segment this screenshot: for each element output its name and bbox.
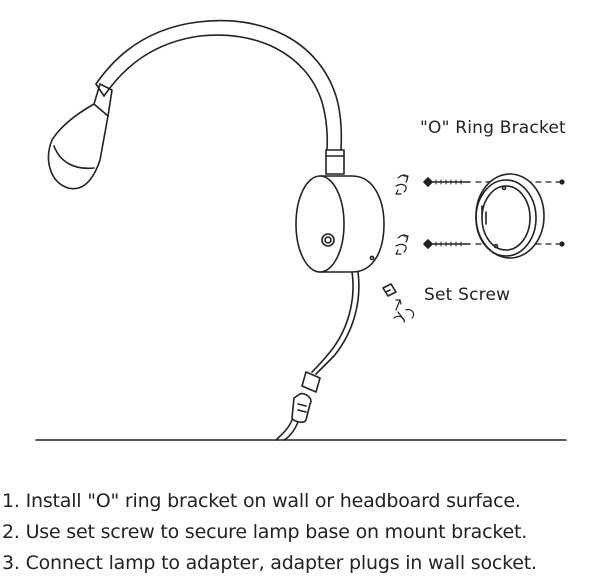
screw-lower [423,239,471,249]
power-cord [275,271,360,441]
o-ring-bracket-label: "O" Ring Bracket [420,118,566,138]
step-1: 1. Install "O" ring bracket on wall or h… [2,490,521,512]
switch-button [321,233,335,247]
wall-point-lower [559,241,565,247]
screw-upper [423,177,471,187]
rotation-arrow-upper [395,174,409,195]
o-ring-bracket [475,173,545,259]
step-3: 3. Connect lamp to adapter, adapter plug… [2,552,537,574]
set-screw-hole [369,255,375,261]
arm-collar [325,149,345,175]
gooseneck-arm [95,19,343,151]
set-screw-rotation-arrows [393,299,415,323]
rotation-arrow-lower [395,234,409,255]
wall-point-upper [559,179,565,185]
lamp-installation-illustration [35,19,567,441]
lamp-head [47,83,113,190]
step-2: 2. Use set screw to secure lamp base on … [2,521,528,543]
set-screw-label: Set Screw [424,285,511,305]
lamp-base [295,175,385,273]
instruction-steps: 1. Install "O" ring bracket on wall or h… [2,486,598,579]
set-screw [382,283,397,297]
